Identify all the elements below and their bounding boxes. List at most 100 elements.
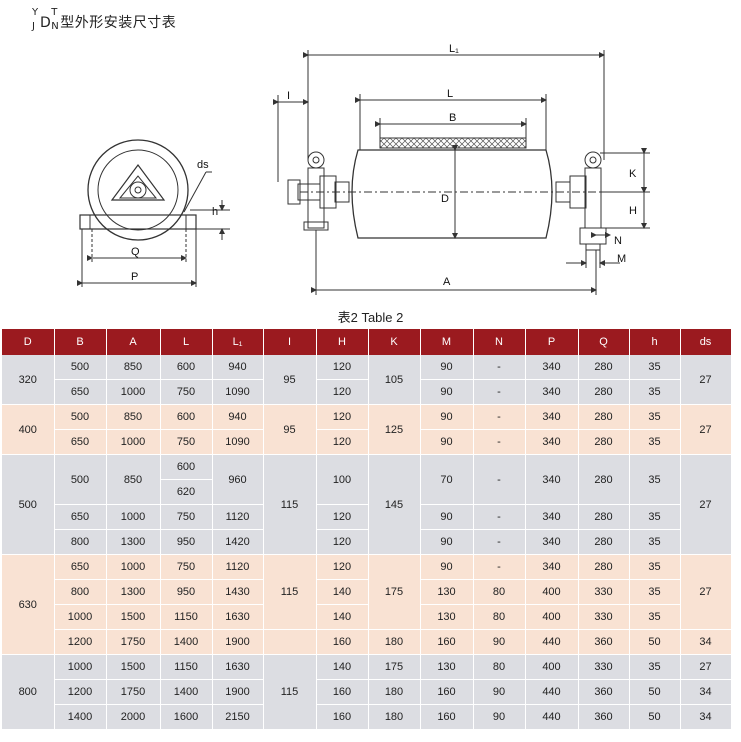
front-view: [273, 50, 650, 295]
cell-m: 90: [420, 404, 474, 430]
cell-d: 630: [2, 554, 55, 655]
header-cell: L₁: [212, 329, 264, 355]
table-row: 800 1300 950 1420 120 90 - 340 280 35: [2, 529, 731, 555]
cell-h: 140: [316, 654, 369, 680]
label-l: L: [447, 88, 453, 100]
cell-l: 600: [160, 404, 213, 430]
cell-h: 140: [316, 604, 369, 630]
cell-k: 180: [368, 679, 421, 705]
table-row: 1400 2000 1600 2150 160 180 160 90 440 3…: [2, 704, 732, 730]
title-sup-t: T: [51, 7, 58, 18]
cell-ds: 27: [680, 355, 732, 405]
cell-l: 1150: [160, 604, 213, 630]
cell-a: 1000: [106, 504, 161, 530]
cell-l1: 1090: [212, 429, 264, 455]
cell-p: 340: [525, 404, 579, 430]
cell-p: 340: [525, 504, 579, 530]
cell-q: 280: [578, 355, 630, 380]
cell-a: 1750: [106, 679, 161, 705]
cell-a: 1000: [106, 429, 161, 455]
cell-a: 850: [106, 355, 161, 380]
cell-n: -: [473, 529, 526, 555]
cell-i: 115: [263, 554, 317, 630]
cell-q: 360: [578, 629, 630, 655]
cell-n: -: [473, 554, 526, 580]
cell-l: 750: [160, 504, 213, 530]
label-n: N: [614, 235, 622, 247]
table-row: 1200 1750 1400 1900 160 180 160 90 440 3…: [2, 679, 732, 705]
cell-b: 500: [54, 404, 107, 430]
cell-hh: 35: [629, 579, 681, 605]
cell-b: 650: [54, 504, 107, 530]
cell-l: 950: [160, 529, 213, 555]
cell-n: -: [473, 429, 526, 455]
cell-h: 120: [316, 404, 369, 430]
label-h-dim: H: [629, 205, 637, 217]
cell-m: 160: [420, 629, 474, 655]
cell-m: 90: [420, 554, 474, 580]
cell-l: 600: [160, 355, 213, 380]
cell-n: -: [473, 379, 526, 405]
cell-p: 340: [525, 529, 579, 555]
cell-d: 500: [2, 454, 55, 555]
cell-b: 800: [54, 529, 107, 555]
cell-ds: 34: [680, 629, 732, 655]
cell-k: 175: [368, 554, 421, 630]
cell-hh: 35: [629, 379, 681, 405]
table-row: 650 1000 750 1120 120 90 - 340 280 35: [2, 504, 731, 530]
cell-l: 1600: [160, 704, 213, 730]
cell-i: 115: [263, 454, 317, 555]
cell-m: 130: [420, 604, 474, 630]
cell-l: 1150: [160, 654, 213, 680]
cell-q: 330: [578, 654, 630, 680]
cell-l: 750: [160, 554, 213, 580]
cell-l: 1400: [160, 679, 213, 705]
cell-a: 1300: [106, 579, 161, 605]
cell-m: 70: [420, 454, 474, 505]
label-b: B: [449, 112, 456, 124]
table-row: 800 1000 1500 1150 1630 115 140 175 130 …: [2, 654, 732, 730]
title-sup-y: Y: [32, 7, 39, 18]
technical-drawing: ds h Q P L₁ I L B D K H N M A: [77, 43, 650, 295]
cell-h: 160: [316, 679, 369, 705]
cell-l1: 1430: [212, 579, 264, 605]
cell-k: 180: [368, 704, 421, 730]
cell-n: -: [473, 404, 526, 430]
header-cell: P: [525, 329, 579, 355]
table-row: 500 500 850 600 960 115 100 145 70 - 340…: [2, 454, 732, 555]
cell-h: 120: [316, 529, 369, 555]
cell-m: 160: [420, 679, 474, 705]
cell-d: 320: [2, 355, 55, 405]
cell-h: 160: [316, 629, 369, 655]
cell-h: 120: [316, 504, 369, 530]
cell-m: 90: [420, 504, 474, 530]
header-cell: h: [629, 329, 681, 355]
cell-p: 340: [525, 429, 579, 455]
cell-h: 160: [316, 704, 369, 730]
cell-a: 1000: [106, 554, 161, 580]
cell-b: 1200: [54, 629, 107, 655]
cell-b: 1000: [54, 604, 107, 630]
title-prefix: D: [40, 15, 52, 31]
cell-a: 850: [106, 404, 161, 430]
cell-p: 340: [525, 454, 579, 505]
label-a: A: [443, 276, 451, 288]
cell-hh: 35: [629, 529, 681, 555]
cell-ds: 34: [680, 679, 732, 705]
table-row: 620: [2, 479, 731, 505]
cell-k: 105: [368, 355, 421, 405]
cell-i: 95: [263, 355, 317, 405]
cell-h: 120: [316, 379, 369, 405]
cell-l: 750: [160, 379, 213, 405]
cell-l: 600: [160, 454, 213, 480]
label-k: K: [629, 168, 637, 180]
cell-d: 400: [2, 404, 55, 455]
cell-b: 650: [54, 429, 107, 455]
cell-n: 90: [473, 704, 526, 730]
cell-l1: 940: [212, 404, 264, 430]
cell-p: 340: [525, 554, 579, 580]
cell-p: 340: [525, 355, 579, 380]
table-row: 1000 1500 1150 1630 140 130 80 400 330 3…: [2, 604, 731, 630]
cell-l1: 960: [212, 454, 264, 505]
cell-m: 90: [420, 355, 474, 380]
